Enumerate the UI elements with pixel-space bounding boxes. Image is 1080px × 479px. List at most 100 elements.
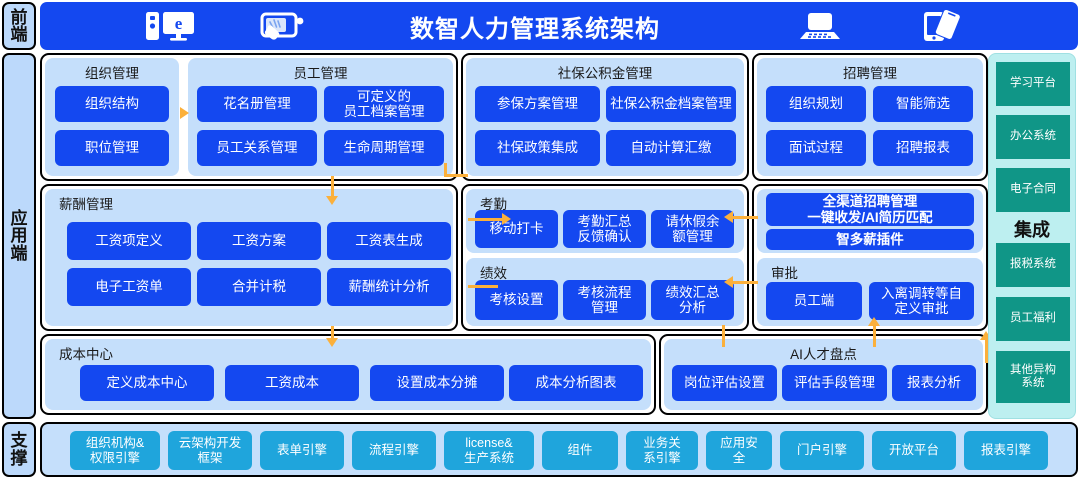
chip-omni-recruit[interactable]: 全渠道招聘管理 一键收发/AI简历匹配: [766, 193, 974, 226]
support-item-license-label: license& 生产系统: [463, 436, 514, 465]
chip-salary-analysis[interactable]: 薪酬统计分析: [327, 268, 451, 306]
chip-custom-file-mgmt[interactable]: 可定义的 员工档案管理: [324, 86, 444, 122]
connector-channel-left: [730, 216, 758, 219]
chip-wage-item-def[interactable]: 工资项定义: [67, 222, 191, 260]
support-item-cloud-dev-label: 云架构开发 框架: [178, 436, 242, 465]
chip-insurance-plan[interactable]: 参保方案管理: [475, 86, 600, 122]
arrowhead-talent-up: [980, 331, 992, 340]
chip-e-payslip[interactable]: 电子工资单: [67, 268, 191, 306]
rail-application-label: 应用端: [10, 209, 28, 263]
chip-zhiduoxin-plugin[interactable]: 智多薪插件: [766, 229, 974, 250]
header-bar: e 数智人力管理系统架构: [40, 2, 1078, 50]
group-cost: 成本中心 定义成本中心 工资成本 设置成本分摊 成本分析图表: [45, 339, 651, 410]
chip-org-structure[interactable]: 组织结构: [55, 86, 169, 122]
support-item-cloud-dev[interactable]: 云架构开发 框架: [168, 431, 252, 470]
arrow-org-to-employee: [180, 107, 189, 119]
chip-custom-file-mgmt-label: 可定义的 员工档案管理: [343, 88, 425, 119]
support-item-open-platform[interactable]: 开放平台: [872, 431, 956, 470]
connector-talent-up: [985, 339, 988, 363]
integration-item-other-label: 其他异构 系统: [1010, 363, 1056, 389]
chip-perf-summary[interactable]: 绩效汇总 分析: [651, 280, 734, 320]
rail-support-label: 支撑: [10, 431, 28, 468]
support-item-org-auth[interactable]: 组织机构& 权限引擎: [70, 431, 160, 470]
connector-perf-in: [468, 285, 498, 288]
chip-relation-mgmt[interactable]: 员工关系管理: [197, 130, 317, 166]
group-approval-title: 审批: [771, 266, 798, 281]
group-social-title: 社保公积金管理: [557, 66, 653, 81]
support-item-portal-engine[interactable]: 门户引擎: [780, 431, 864, 470]
support-item-business-rel-label: 业务关 系引擎: [643, 436, 681, 465]
chip-attend-summary[interactable]: 考勤汇总 反馈确认: [563, 210, 646, 248]
chip-recruit-report[interactable]: 招聘报表: [873, 130, 973, 166]
group-employee-title: 员工管理: [293, 66, 348, 81]
svg-text:e: e: [175, 14, 183, 33]
support-item-flow-engine[interactable]: 流程引擎: [352, 431, 436, 470]
chip-lifecycle-mgmt[interactable]: 生命周期管理: [324, 130, 444, 166]
integration-column: 学习平台 办公系统 电子合同 集成 报税系统 员工福利 其他异构 系统: [988, 53, 1076, 419]
group-attendance: 考勤 移动打卡 考勤汇总 反馈确认 请休假余 额管理: [466, 189, 744, 253]
connector-salary-down: [331, 326, 334, 340]
arrowhead-employee-down: [326, 196, 338, 205]
group-channel: 全渠道招聘管理 一键收发/AI简历匹配 智多薪插件: [757, 189, 983, 253]
integration-item-benefits[interactable]: 员工福利: [996, 297, 1070, 341]
chip-auto-calc[interactable]: 自动计算汇缴: [606, 130, 736, 166]
chip-payroll-gen[interactable]: 工资表生成: [327, 222, 451, 260]
chip-assessment-flow[interactable]: 考核流程 管理: [563, 280, 646, 320]
connector-attend-in: [468, 218, 506, 221]
group-recruit: 招聘管理 组织规划 智能筛选 面试过程 招聘报表: [757, 58, 983, 176]
desktop-browser-icon: e: [130, 2, 210, 50]
chip-interview-process[interactable]: 面试过程: [766, 130, 866, 166]
support-item-form-engine[interactable]: 表单引擎: [260, 431, 344, 470]
integration-label: 集成: [1014, 220, 1050, 240]
support-item-component[interactable]: 组件: [542, 431, 618, 470]
group-cost-title: 成本中心: [59, 347, 113, 362]
chip-custom-approval[interactable]: 入离调转等自 定义审批: [869, 282, 974, 320]
chip-policy-integration[interactable]: 社保政策集成: [475, 130, 600, 166]
support-item-report-engine[interactable]: 报表引擎: [964, 431, 1048, 470]
connector-approval-up: [873, 325, 876, 347]
group-attendance-title: 考勤: [480, 197, 507, 212]
chip-org-planning[interactable]: 组织规划: [766, 86, 866, 122]
group-talent-title: AI人才盘点: [790, 347, 857, 362]
application-area: 组织管理 组织结构 职位管理 员工管理 花名册管理 可定义的 员工档案管理 员工…: [40, 53, 1078, 419]
chip-employee-portal[interactable]: 员工端: [766, 282, 862, 320]
chip-job-eval-setup[interactable]: 岗位评估设置: [672, 365, 777, 401]
connector-social-left: [444, 163, 447, 177]
integration-item-tax[interactable]: 报税系统: [996, 243, 1070, 287]
integration-item-econtract[interactable]: 电子合同: [996, 168, 1070, 212]
integration-item-learning[interactable]: 学习平台: [996, 62, 1070, 106]
chip-wage-plan[interactable]: 工资方案: [197, 222, 321, 260]
chip-eval-method-mgmt[interactable]: 评估手段管理: [782, 365, 887, 401]
chip-wage-cost[interactable]: 工资成本: [225, 365, 359, 401]
chip-roster-mgmt[interactable]: 花名册管理: [197, 86, 317, 122]
support-item-license[interactable]: license& 生产系统: [444, 431, 534, 470]
page-title: 数智人力管理系统架构: [410, 15, 660, 43]
arrowhead-approval-up: [868, 317, 880, 326]
support-band: 组织机构& 权限引擎 云架构开发 框架 表单引擎 流程引擎 license& 生…: [40, 422, 1078, 477]
chip-smart-screening[interactable]: 智能筛选: [873, 86, 973, 122]
chip-cost-allocation[interactable]: 设置成本分摊: [370, 365, 504, 401]
chip-report-analysis[interactable]: 报表分析: [892, 365, 976, 401]
chip-leave-balance[interactable]: 请休假余 额管理: [651, 210, 734, 248]
group-org: 组织管理 组织结构 职位管理: [45, 58, 179, 176]
support-item-business-rel[interactable]: 业务关 系引擎: [626, 431, 698, 470]
chip-define-cost-center[interactable]: 定义成本中心: [80, 365, 214, 401]
chip-omni-recruit-label: 全渠道招聘管理 一键收发/AI简历匹配: [807, 194, 933, 225]
chip-mobile-clock[interactable]: 移动打卡: [475, 210, 558, 248]
group-performance-title: 绩效: [480, 266, 507, 281]
chip-social-archive[interactable]: 社保公积金档案管理: [606, 86, 736, 122]
mobile-devices-icon: [900, 2, 980, 50]
chip-assessment-flow-label: 考核流程 管理: [577, 284, 632, 315]
integration-item-office[interactable]: 办公系统: [996, 115, 1070, 159]
chip-leave-balance-label: 请休假余 额管理: [665, 213, 720, 244]
chip-position-mgmt[interactable]: 职位管理: [55, 130, 169, 166]
rail-application: 应用端: [2, 53, 36, 419]
chip-cost-chart[interactable]: 成本分析图表: [509, 365, 643, 401]
integration-item-other[interactable]: 其他异构 系统: [996, 351, 1070, 403]
support-item-app-security[interactable]: 应用安 全: [706, 431, 772, 470]
chip-merged-tax[interactable]: 合并计税: [197, 268, 321, 306]
group-employee: 员工管理 花名册管理 可定义的 员工档案管理 员工关系管理 生命周期管理: [188, 58, 453, 176]
group-recruit-title: 招聘管理: [843, 66, 897, 81]
touchscreen-icon: [240, 2, 320, 50]
